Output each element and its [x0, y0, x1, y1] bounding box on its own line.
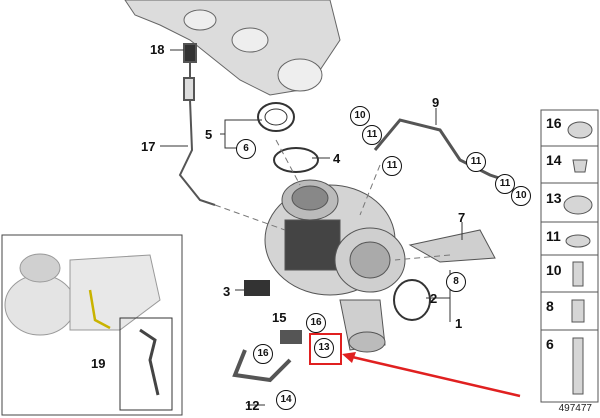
callout-17: 17 [141, 139, 156, 154]
circled-callout-6: 6 [236, 139, 256, 159]
oil-line [373, 118, 506, 182]
circled-callout-11: 11 [495, 174, 515, 194]
callout-18: 18 [150, 42, 165, 57]
circled-callout-10: 10 [511, 186, 531, 206]
callout-2: 2 [430, 291, 438, 306]
panel-part-8: 8 [546, 298, 554, 314]
callout-7: 7 [458, 210, 466, 225]
bracket [408, 229, 496, 263]
panel-part-14: 14 [546, 152, 562, 168]
circled-callout-13: 13 [314, 338, 334, 358]
panel-part-16: 16 [546, 115, 562, 131]
panel-part-10: 10 [546, 262, 562, 278]
callout-1: 1 [455, 316, 463, 331]
circled-callout-16: 16 [306, 313, 326, 333]
callout-15: 15 [272, 310, 287, 325]
circled-callout-11: 11 [466, 152, 486, 172]
panel-part-11: 11 [546, 228, 561, 244]
callout-5: 5 [205, 127, 213, 142]
panel-part-13: 13 [546, 190, 562, 206]
assembly-dashes [214, 139, 451, 261]
pipe-part [232, 349, 292, 383]
callout-19: 19 [91, 356, 106, 371]
sleeve-part [280, 330, 302, 344]
callout-3: 3 [223, 284, 231, 299]
fastener-panel [540, 109, 599, 403]
circled-callout-14: 14 [276, 390, 296, 410]
circled-callout-16: 16 [253, 344, 273, 364]
circled-callout-10: 10 [350, 106, 370, 126]
callout-4: 4 [333, 151, 341, 166]
panel-part-6: 6 [546, 336, 554, 352]
turbocharger [264, 179, 406, 353]
highlight-arrowhead [342, 352, 356, 363]
detail-inset [1, 234, 183, 416]
sensor-cable [178, 43, 216, 206]
circled-callout-8: 8 [446, 272, 466, 292]
highlight-box-13 [309, 333, 342, 365]
document-number: 497477 [558, 403, 592, 414]
circled-callout-11: 11 [382, 156, 402, 176]
exhaust-manifold [124, 0, 341, 96]
connector-part [244, 280, 270, 296]
highlight-arrow [347, 354, 521, 398]
rings [257, 102, 431, 321]
callout-12: 12 [245, 398, 260, 413]
callout-9: 9 [432, 95, 440, 110]
circled-callout-11: 11 [362, 125, 382, 145]
